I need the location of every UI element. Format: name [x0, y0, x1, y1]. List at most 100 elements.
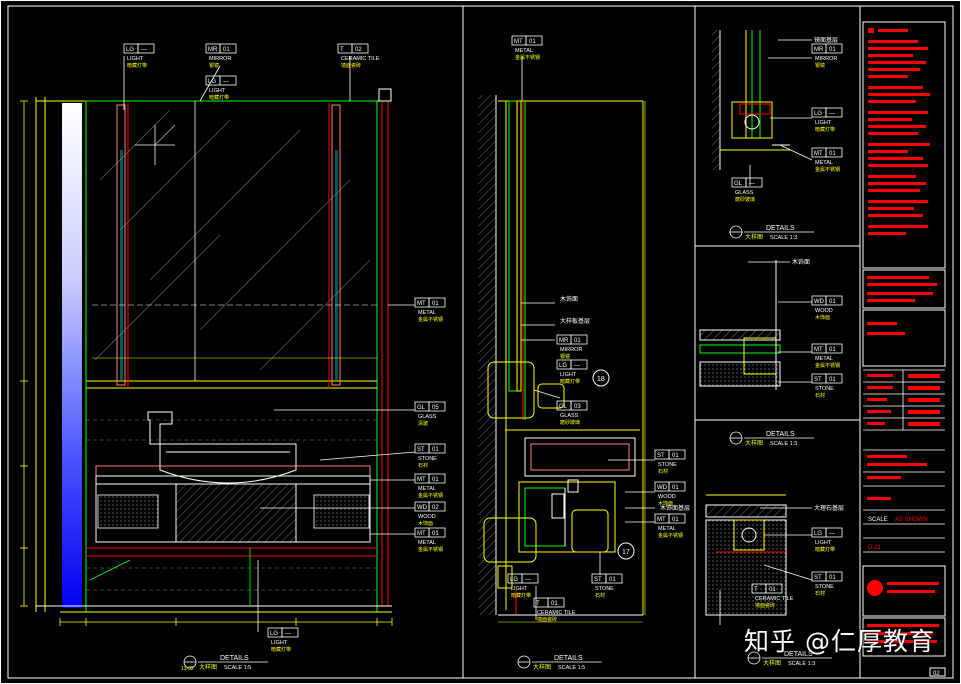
note-b: 大样板基层: [560, 317, 590, 325]
tag-code: ST: [594, 577, 602, 583]
detail-scale: SCALE 1:5: [558, 665, 585, 671]
tag-material-name: STONE: [595, 586, 614, 592]
tag-material-desc: 磨砂玻璃: [735, 196, 755, 203]
tag-material-name: STONE: [815, 386, 834, 392]
tag-number: —: [141, 47, 147, 53]
tag-code: MT: [417, 477, 426, 483]
tag-code: MT: [417, 531, 426, 537]
tag-material-desc: 石材: [418, 462, 428, 469]
notes-block: [867, 28, 940, 643]
detail-label: 大样图: [745, 233, 763, 241]
detail-scale: SCALE 1:3: [770, 441, 797, 447]
tag-number: 01: [829, 575, 836, 581]
note-e: 大理石基层: [814, 504, 844, 512]
tag-code: MR: [208, 47, 218, 53]
tag-material-desc: 金属不锈钢: [418, 316, 443, 323]
tag-code: MT: [657, 517, 666, 523]
tag-material-desc: 暗藏灯带: [271, 646, 291, 653]
tag-code: ST: [417, 447, 425, 453]
tag-number: 01: [223, 47, 230, 53]
tag-number: 01: [672, 517, 679, 523]
right-details: [695, 30, 860, 616]
note-f: 木饰面基层: [660, 504, 690, 512]
tag-code: LG: [814, 531, 822, 537]
tag-material-desc: 清玻: [418, 420, 428, 427]
tag-number: 01: [672, 453, 679, 459]
detail-label: 大样图: [533, 663, 551, 671]
tag-number: —: [525, 577, 531, 583]
tag-material-desc: 金属不锈钢: [515, 54, 540, 61]
tag-number: 01: [609, 577, 616, 583]
tag-code: MT: [514, 39, 523, 45]
tag-material-name: LIGHT: [815, 120, 832, 126]
tag-material-desc: 磨砂玻璃: [560, 419, 580, 426]
tag-code: LG: [208, 79, 216, 85]
detail-title-text: DETAILS: [784, 651, 813, 658]
tag-material-desc: 金属不锈钢: [815, 362, 840, 369]
tag-number: 01: [432, 531, 439, 537]
title-sheet: D-21: [868, 545, 882, 551]
tag-material-name: WOOD: [815, 308, 833, 314]
tag-code: WD: [814, 299, 825, 305]
tag-code: MR: [814, 47, 824, 53]
tag-code: LG: [126, 47, 134, 53]
tag-material-desc: 木饰面: [815, 314, 830, 321]
tag-code: MT: [814, 151, 823, 157]
detail-scale: SCALE 1:5: [224, 665, 251, 671]
tag-code: T: [536, 601, 540, 607]
tag-material-desc: 暗藏灯带: [209, 94, 229, 101]
note-a: 木饰面: [560, 295, 578, 303]
tag-number: —: [574, 363, 580, 369]
tag-code: GL: [559, 404, 568, 410]
tag-code: LG: [814, 111, 822, 117]
title-scale-value: AS SHOWN: [895, 517, 928, 523]
detail-number: 13-02: [181, 666, 194, 672]
tag-number: 05: [432, 405, 439, 411]
tag-code: ST: [657, 453, 665, 459]
tag-code: ST: [814, 575, 822, 581]
tag-material-name: MIRROR: [209, 56, 231, 62]
note-c: 木饰面: [792, 258, 810, 266]
tag-code: MR: [559, 338, 569, 344]
note-d: 镜面基层: [814, 36, 838, 44]
tag-material-desc: 墙面瓷砖: [755, 602, 775, 609]
tag-number: —: [223, 79, 229, 85]
tag-material-name: MIRROR: [815, 56, 837, 62]
tag-code: LG: [270, 631, 278, 637]
tag-material-desc: 金属不锈钢: [418, 492, 443, 499]
tag-material-name: MIRROR: [560, 347, 582, 353]
tag-code: WD: [657, 485, 668, 491]
tag-material-desc: 石材: [815, 392, 825, 399]
tag-number: 01: [829, 377, 836, 383]
tag-material-name: METAL: [815, 356, 833, 362]
tag-material-desc: 木饰面: [418, 520, 433, 527]
tag-code: LG: [510, 577, 518, 583]
tag-material-desc: 墙面瓷砖: [537, 616, 557, 623]
detail-label: 大样图: [199, 663, 217, 671]
tag-material-name: CERAMIC TILE: [537, 610, 576, 616]
callout-number-18: 18: [597, 376, 605, 383]
tag-number: —: [829, 531, 835, 537]
tag-number: 01: [829, 47, 836, 53]
tag-material-name: METAL: [418, 540, 436, 546]
